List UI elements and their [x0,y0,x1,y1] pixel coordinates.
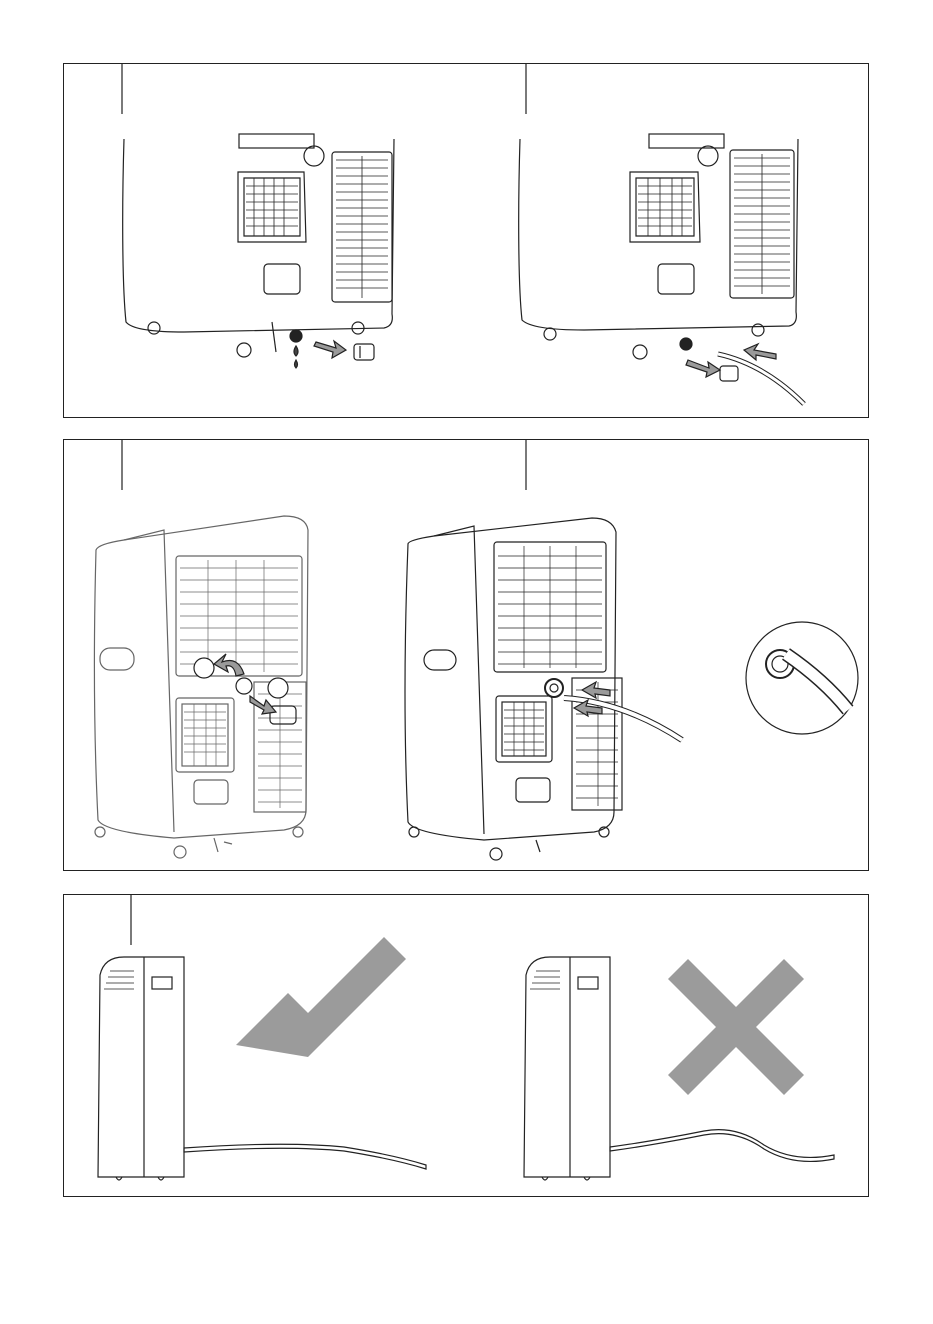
cross-mark-icon [668,959,804,1095]
arrow-icon [582,682,610,698]
drain-hose-wavy [610,1130,834,1162]
drop-icon [294,346,298,356]
arrow-icon [214,654,244,676]
drain-outlet-icon [290,330,302,342]
unit-side-view-wrong [524,957,610,1180]
drain-hose-straight [184,1144,426,1169]
drain-hose [718,354,804,404]
drain-outlet-icon [680,338,692,350]
drain-hose-illustration [64,440,870,872]
panel-hose-slope [63,894,869,1197]
unit-rear-view-b [519,134,798,359]
callout-1-icon [194,658,214,678]
panel-drain-plug-removal [63,63,869,418]
drain-plug-icon [354,344,374,360]
arrow-icon [686,360,720,377]
hose-connection-detail [746,622,858,734]
unit-rear-view-a [123,134,394,357]
drain-plug-icon [720,366,738,381]
callout-2-icon [268,678,288,698]
unit-side-view-correct [98,957,184,1180]
arrow-icon [744,344,776,360]
panel-continuous-drain-hose [63,439,869,871]
drain-outlet-icon [545,679,563,697]
hose-slope-illustration [64,895,870,1198]
arrow-icon [314,341,346,358]
drain-plug-illustration [64,64,870,419]
check-mark-icon [236,937,406,1057]
